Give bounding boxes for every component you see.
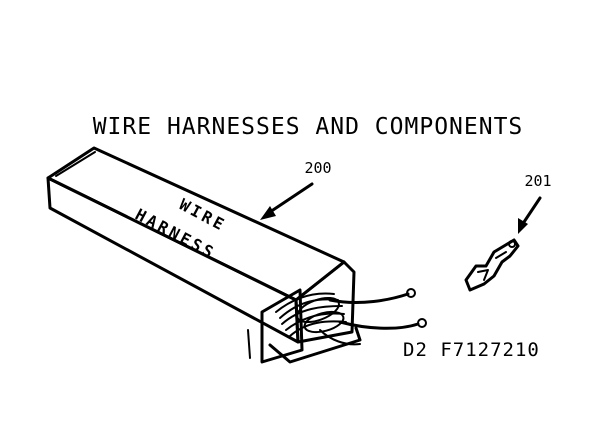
drawing-code: D2 F7127210 (403, 339, 540, 361)
terminal-connector (464, 238, 520, 292)
callout-201-label: 201 (524, 172, 551, 190)
wire-harness-box: WIRE HARNESS (46, 146, 427, 364)
callout-201-arrow (518, 196, 542, 234)
diagram-title: WIRE HARNESSES AND COMPONENTS (93, 114, 524, 140)
callout-200-label: 200 (304, 159, 331, 177)
callout-200-arrow (260, 182, 314, 220)
